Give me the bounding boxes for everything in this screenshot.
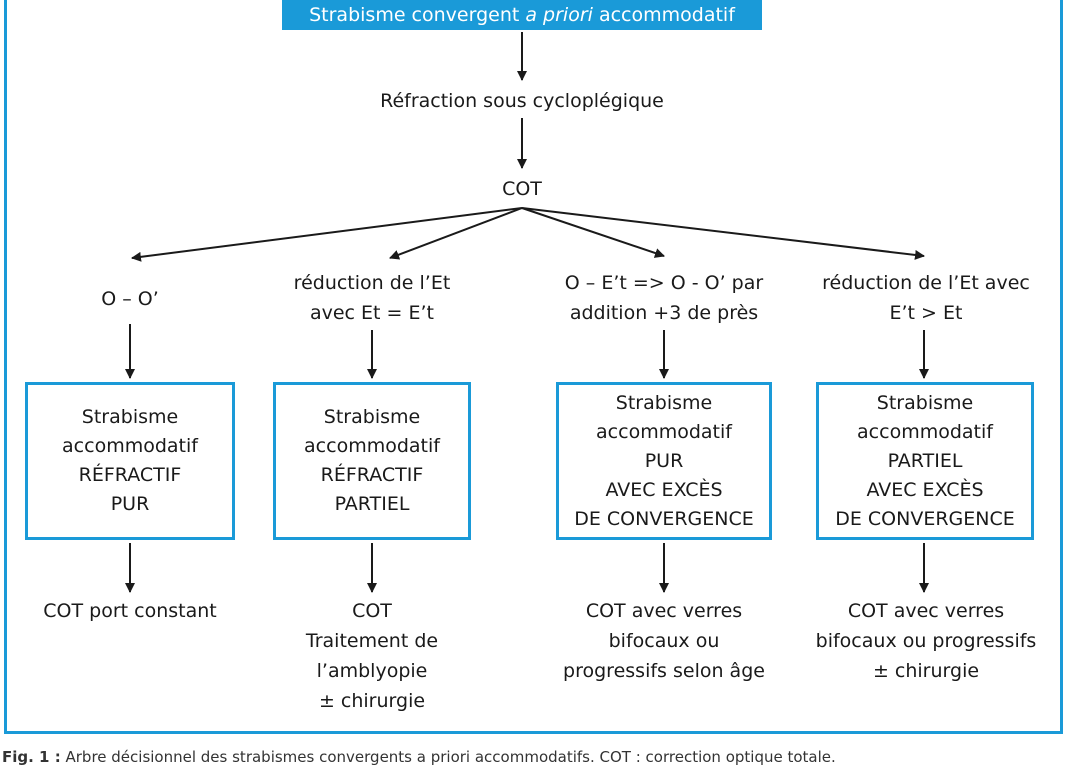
condition-1-line-1: O – O’ [101,288,159,310]
diagnosis-4-line-5: DE CONVERGENCE [835,507,1015,530]
step-cot: COT [502,178,542,200]
diagnosis-box-4: Strabisme accommodatif PARTIEL AVEC EXCÈ… [816,382,1034,540]
diagnosis-4-line-2: accommodatif [857,420,993,443]
arrow-cot-to-branch-1 [131,207,523,262]
treatment-2-line-2: Traitement de [305,630,439,652]
condition-4-line-1: réduction de l’Et avec [822,272,1030,294]
treatment-1-line-1: COT port constant [43,600,217,622]
arrow-cot-to-branch-3 [521,207,665,258]
diagnosis-2-line-2: accommodatif [304,435,440,457]
diagnosis-box-3: Strabisme accommodatif PUR AVEC EXCÈS DE… [556,382,772,540]
diagnosis-2-line-3: RÉFRACTIF [320,464,424,486]
diagnosis-1-line-4: PUR [110,493,150,515]
condition-3-line-2: addition +3 de près [569,302,759,324]
treatment-2-line-3: l’amblyopie [316,660,428,682]
treatment-2: COT Traitement de l’amblyopie ± chirurgi… [272,596,472,716]
treatment-4: COT avec verres bifocaux ou progressifs … [806,596,1046,686]
diagnosis-4-line-3: PARTIEL [887,449,963,472]
condition-4: réduction de l’Et avec E’t > Et [806,268,1046,328]
diagnosis-3-line-5: DE CONVERGENCE [574,507,754,530]
condition-2: réduction de l’Et avec Et = E’t [262,268,482,328]
diagnosis-4-line-1: Strabisme [876,391,974,414]
diagnosis-1-line-2: accommodatif [62,435,198,457]
treatment-3: COT avec verres bifocaux ou progressifs … [544,596,784,686]
diagnosis-2-line-4: PARTIEL [334,493,410,515]
diagnosis-4-line-4: AVEC EXCÈS [866,478,984,501]
treatment-3-line-3: progressifs selon âge [563,660,765,682]
treatment-2-line-4: ± chirurgie [318,690,426,712]
caption-label: Fig. 1 : [2,748,61,766]
diagnosis-3-line-1: Strabisme [615,391,713,414]
condition-4-line-2: E’t > Et [889,302,963,324]
treatment-2-line-1: COT [352,600,392,622]
arrow-cot-to-branch-2 [389,207,523,260]
treatment-4-line-2: bifocaux ou progressifs [815,630,1037,652]
diagram-frame [4,0,1063,734]
condition-2-line-2: avec Et = E’t [309,302,434,324]
treatment-4-line-3: ± chirurgie [872,660,980,682]
step-refraction: Réfraction sous cycloplégique [380,90,664,112]
condition-1: O – O’ [30,284,230,314]
treatment-4-line-1: COT avec verres [847,600,1005,622]
diagnosis-2-line-1: Strabisme [323,406,421,428]
diagnosis-box-1: Strabisme accommodatif RÉFRACTIF PUR [25,382,235,540]
diagram-title: Strabisme convergent a priori accommodat… [309,4,735,26]
diagnosis-1-line-3: RÉFRACTIF [78,464,182,486]
caption-text: Arbre décisionnel des strabismes converg… [65,748,836,766]
diagnosis-box-2: Strabisme accommodatif RÉFRACTIF PARTIEL [273,382,471,540]
figure-caption: Fig. 1 : Arbre décisionnel des strabisme… [2,742,1070,772]
title-box: Strabisme convergent a priori accommodat… [282,0,762,30]
treatment-3-line-2: bifocaux ou [608,630,720,652]
diagnosis-3-line-2: accommodatif [596,420,732,443]
diagnosis-3-line-3: PUR [644,449,684,472]
diagnosis-3-line-4: AVEC EXCÈS [605,478,723,501]
arrow-cot-to-branch-4 [521,207,925,260]
treatment-1: COT port constant [20,596,240,626]
diagnosis-1-line-1: Strabisme [81,406,179,428]
treatment-3-line-1: COT avec verres [585,600,743,622]
condition-3: O – E’t => O - O’ par addition +3 de prè… [544,268,784,328]
condition-2-line-1: réduction de l’Et [293,272,451,294]
condition-3-line-1: O – E’t => O - O’ par [564,272,764,294]
flow-arrows [125,32,929,593]
